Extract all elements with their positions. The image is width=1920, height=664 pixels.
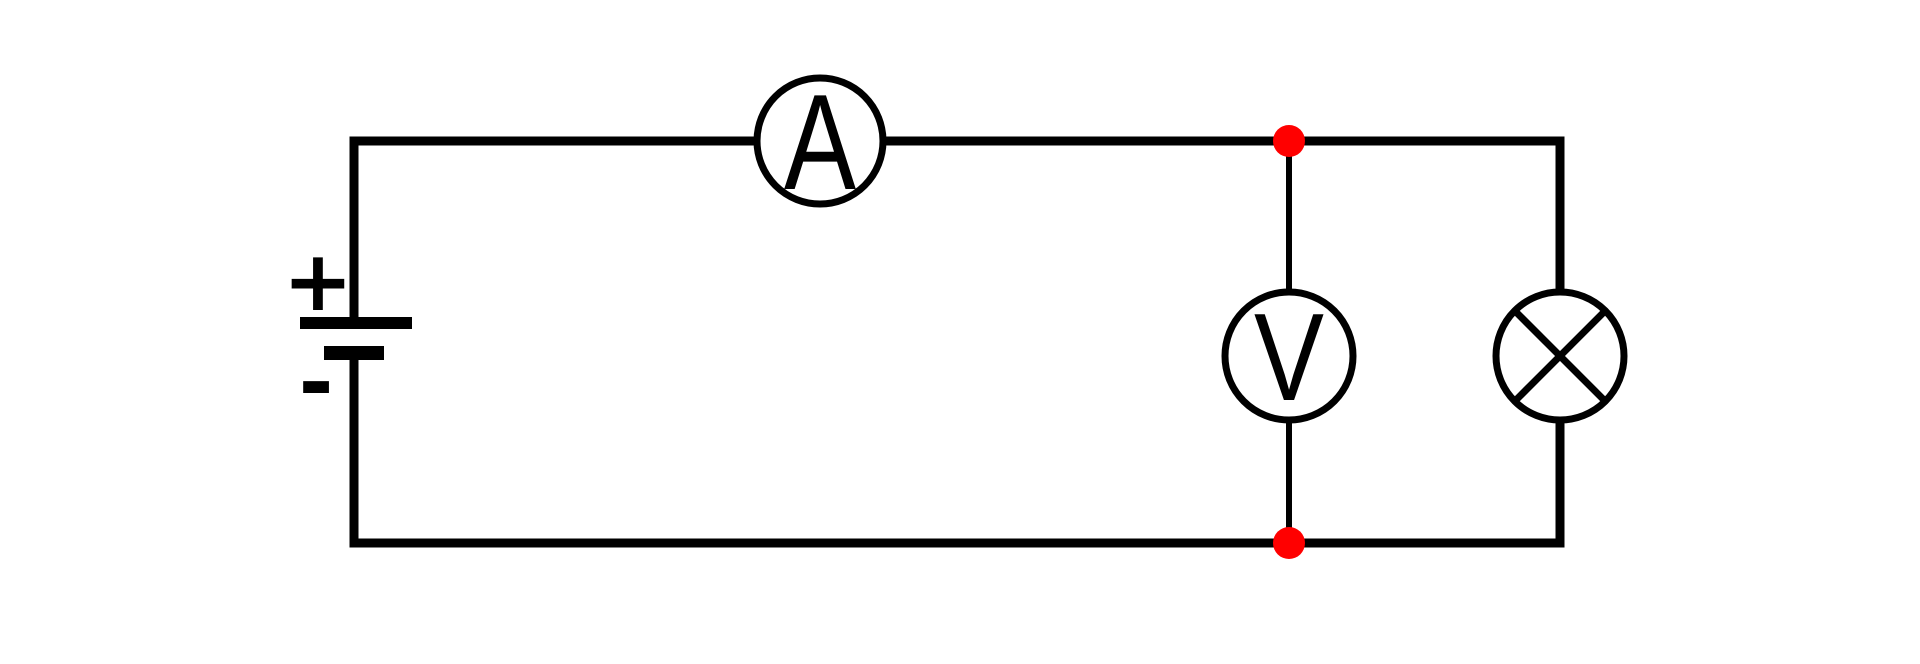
wire-battery-to-ammeter — [349, 136, 757, 317]
voltmeter-circle — [1221, 288, 1357, 424]
wire-ammeter-to-lamp-top — [883, 136, 1565, 292]
voltmeter-icon: V — [1221, 288, 1357, 427]
lamp-cross-icon — [1492, 288, 1628, 424]
battery-negative-label: - — [299, 333, 334, 431]
ammeter-label: A — [784, 66, 856, 218]
voltmeter-label: V — [1254, 289, 1324, 427]
junction-dot-top — [1273, 125, 1305, 157]
battery-positive-label: + — [283, 232, 353, 330]
wire-lamp-to-battery-bottom — [349, 360, 1565, 548]
battery-cell-icon: + - — [283, 232, 412, 431]
ammeter-icon: A — [753, 66, 887, 218]
lamp-cross-line-2 — [1512, 308, 1608, 404]
ammeter-circle — [753, 74, 887, 208]
junction-dot-bottom — [1273, 527, 1305, 559]
